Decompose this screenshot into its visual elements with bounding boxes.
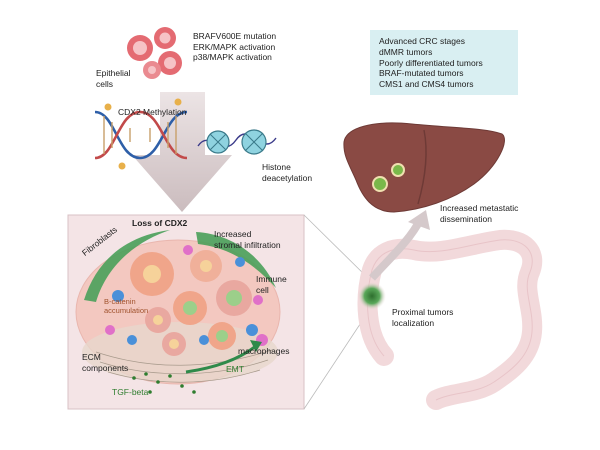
metastasis-arrow [369,210,430,281]
liver-illustration [343,122,505,213]
proximal-tumor-icon [358,282,386,310]
downward-process-arrow [132,92,232,212]
methyl-group-icon [104,98,182,170]
feature-line: Poorly differentiated tumors [379,57,483,68]
tgf-beta-dots [132,372,196,394]
colon-outline [367,239,533,401]
feature-line: Advanced CRC stages [379,36,465,46]
metastatic-dissemination-label: Increased metastatic dissemination [440,203,519,224]
tumor-cell [130,250,252,356]
ecm-components-label: ECM components [82,352,129,373]
beta-catenin-label: B-catenin accumulation [104,297,149,315]
emt-arrow [185,340,262,374]
emt-label: EMT [226,364,244,374]
immune-cell-icon [112,257,258,345]
macrophages-label: macrophages [238,346,290,356]
histone-icon [197,129,277,155]
mutation-list: BRAFV600E mutation ERK/MAPK activation p… [193,31,277,62]
tumor-features-box: Advanced CRC stages dMMR tumors Poorly d… [370,30,518,95]
stromal-infiltration-label: Increased stromal infiltration [214,229,281,250]
feature-line: CMS1 and CMS4 tumors [379,79,474,90]
histone-deacetylation-label: Histone deacetylation [262,162,313,183]
panel-title: Loss of CDX2 [132,218,188,228]
fibroblast-layer [84,230,276,302]
epithelial-cells-label: Epithelial cells [96,68,131,89]
epithelial-cells-icon [127,27,182,79]
dna-helix-icon [94,110,188,160]
ecm-fibers [95,349,273,383]
tgf-beta-label: TGF-beta [112,387,149,397]
proximal-localization-label: Proximal tumors localization [392,307,454,328]
cdx2-methylation-label: CDX2 Methylation [118,107,187,117]
liver-metastasis-icon [372,163,405,192]
feature-line: dMMR tumors [379,46,433,57]
immune-cell-label: Immune cell [256,274,287,295]
feature-line: BRAF-mutated tumors [379,68,464,79]
